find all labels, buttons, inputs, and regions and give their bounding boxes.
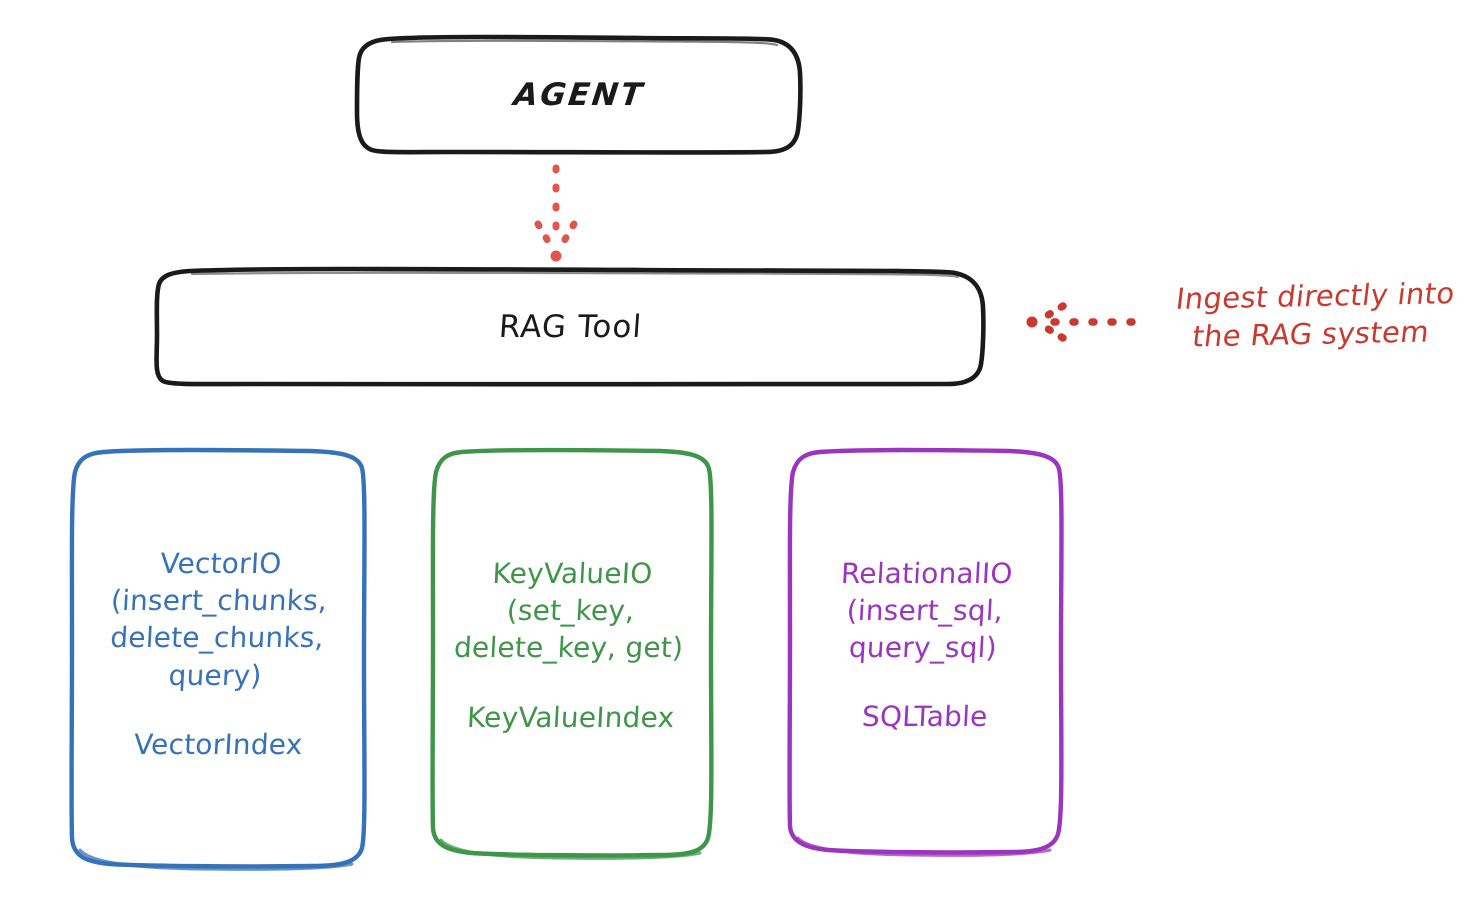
- rag-tool-label: RAG Tool: [497, 308, 644, 345]
- keyvalue-io-api-label: KeyValueIO (set_key, delete_key, get): [453, 557, 685, 665]
- relational-io-node[interactable]: RelationalIO (insert_sql, query_sql) SQL…: [790, 450, 1060, 852]
- relational-io-api-label: RelationalIO (insert_sql, query_sql): [840, 556, 1014, 665]
- vector-io-api-label: VectorIO (insert_chunks, delete_chunks, …: [109, 547, 329, 692]
- ingest-annotation-text: Ingest directly into the RAG system: [1174, 276, 1457, 354]
- agent-node[interactable]: AGENT: [357, 38, 801, 152]
- vector-index-label: VectorIndex: [133, 727, 304, 761]
- keyvalue-index-label: KeyValueIndex: [466, 700, 676, 734]
- agent-to-rag-connector: [534, 164, 578, 262]
- keyvalue-io-node[interactable]: KeyValueIO (set_key, delete_key, get) Ke…: [432, 450, 710, 855]
- agent-label: AGENT: [511, 76, 647, 113]
- ingest-arrow-icon: [1026, 302, 1136, 342]
- rag-tool-node[interactable]: RAG Tool: [157, 270, 984, 384]
- sql-table-label: SQLTable: [861, 700, 989, 734]
- vector-io-node[interactable]: VectorIO (insert_chunks, delete_chunks, …: [72, 450, 365, 866]
